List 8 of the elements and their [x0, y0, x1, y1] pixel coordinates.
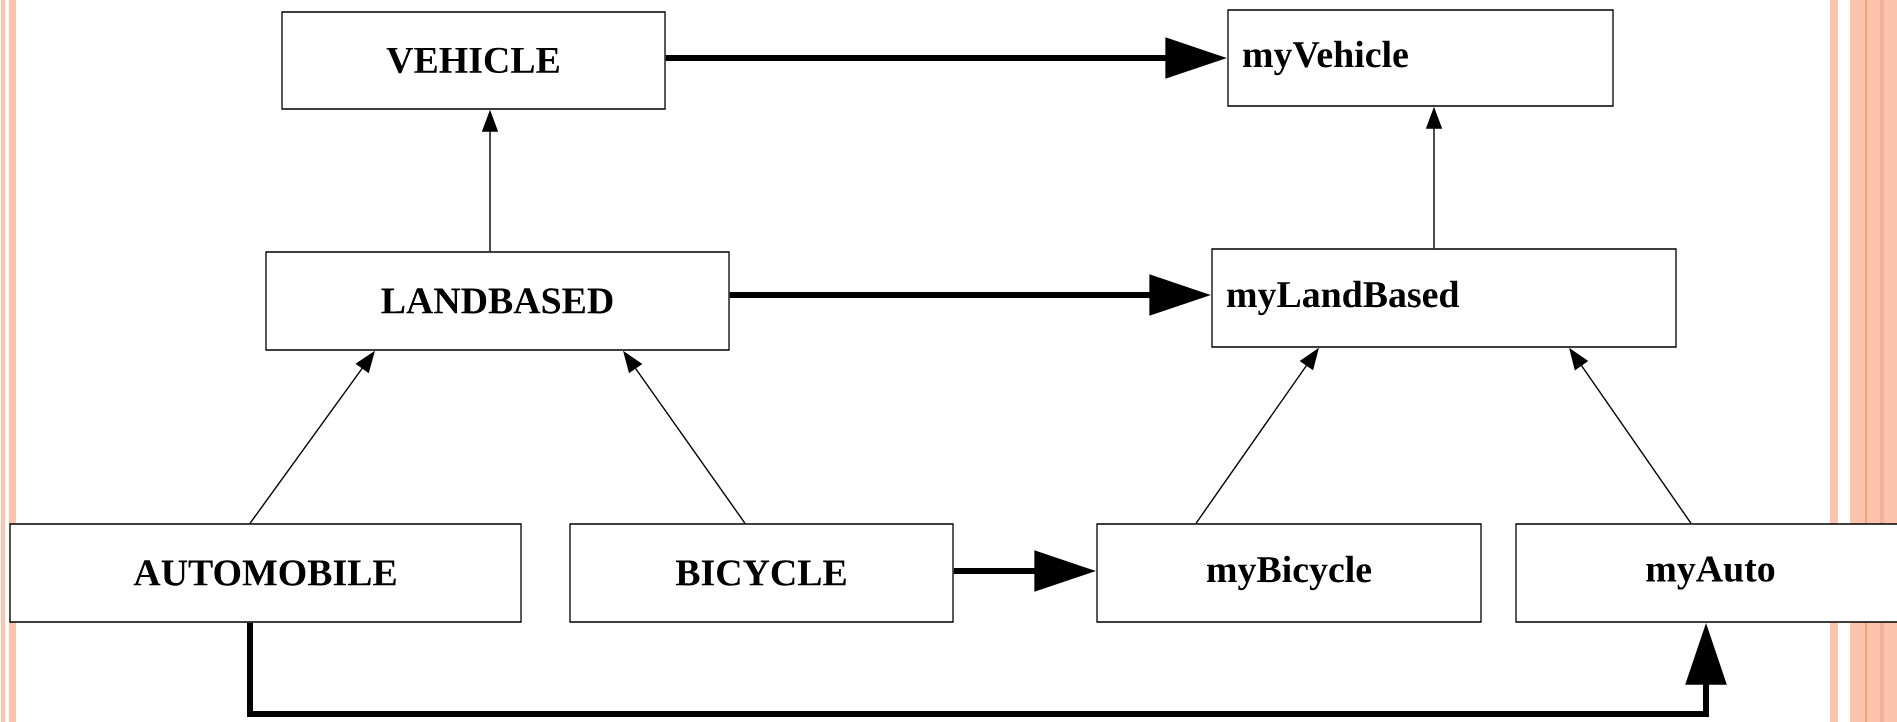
class-box: myBicycle: [1096, 523, 1482, 623]
class-box: VEHICLE: [281, 11, 666, 110]
class-box: myAuto: [1515, 523, 1897, 623]
class-box: myLandBased: [1211, 248, 1677, 348]
class-box: BICYCLE: [569, 523, 954, 623]
class-box: AUTOMOBILE: [9, 523, 522, 623]
class-box: myVehicle: [1227, 9, 1614, 107]
class-box: LANDBASED: [265, 251, 730, 351]
